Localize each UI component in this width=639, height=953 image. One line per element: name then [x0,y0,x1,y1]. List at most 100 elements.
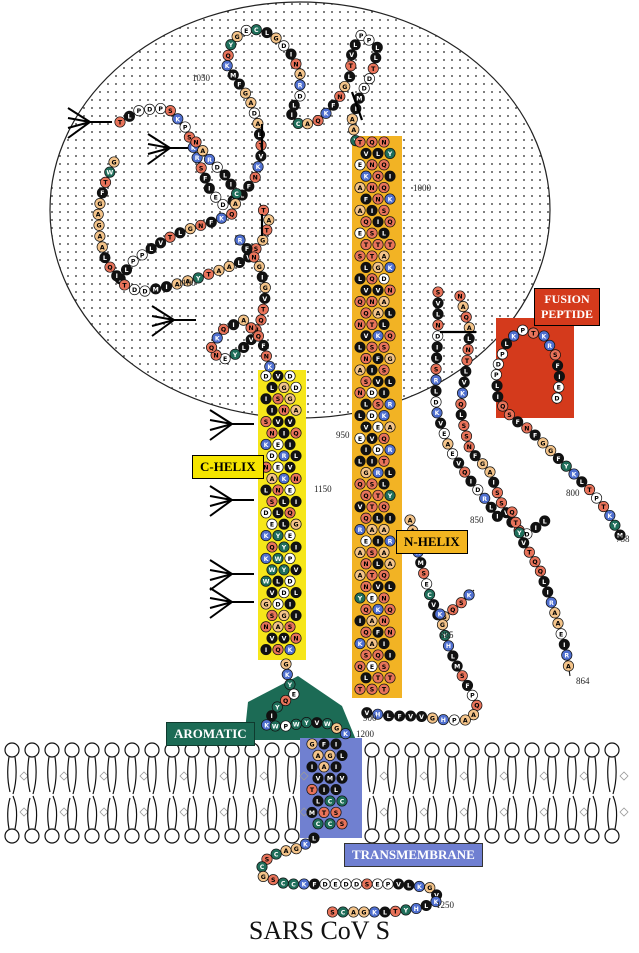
residue-letter: A [322,764,327,771]
residue-letter: L [178,230,182,237]
residue-letter: G [540,440,545,447]
residue-letter: S [459,600,463,607]
residue-letter: N [369,162,374,169]
residue-letter: V [258,153,263,160]
residue-letter: C [340,798,345,805]
residue-letter: C [254,27,259,34]
residue-letter: D [132,287,137,294]
residue-letter: S [334,810,338,817]
residue-letter: L [242,345,246,352]
residue-letter: D [269,453,274,460]
residue-letter: G [294,846,299,853]
residue-letter: A [248,100,253,107]
residue-letter: E [214,195,218,202]
residue-letter: I [377,538,379,545]
residue-letter: S [382,208,386,215]
residue-letter: K [302,881,307,888]
residue-letter: Y [357,595,363,602]
residue-letter: L [282,522,286,529]
residue-letter: F [100,190,104,197]
residue-letter: E [450,451,454,458]
residue-letter: Q [107,265,112,272]
residue-letter: I [290,51,292,58]
residue-letter: V [270,590,275,597]
residue-letter: K [388,196,393,203]
residue-letter: V [294,567,299,574]
residue-letter: A [463,717,468,724]
residue-letter: K [282,476,287,483]
residue-letter: N [281,408,286,415]
residue-letter: E [425,581,429,588]
residue-letter: F [237,81,241,88]
residue-letter: F [376,356,380,363]
n-helix-label: N-HELIX [396,530,468,554]
residue-letter: K [511,333,516,340]
residue-letter: M [454,663,460,670]
residue-letter: D [554,395,559,402]
residue-letter: D [147,107,152,114]
residue-letter: L [149,246,153,253]
residue-letter: G [188,226,193,233]
residue-letter: D [263,510,268,517]
residue-letter: L [312,835,316,842]
residue-letter: I [371,208,373,215]
residue-letter: I [389,174,391,181]
residue-letter: I [493,480,495,487]
residue-letter: L [364,265,368,272]
residue-letter: L [467,336,471,343]
residue-letter: I [389,652,391,659]
residue-letter: E [557,385,561,392]
residue-letter: N [363,356,368,363]
residue-letter: A [376,310,381,317]
residue-letter: D [322,881,327,888]
residue-letter: Y [275,533,281,540]
residue-letter: I [389,516,391,523]
residue-letter: K [542,333,547,340]
residue-letter: R [564,652,569,659]
residue-letter: K [219,216,224,223]
residue-letter: Q [509,509,514,516]
residue-letter: Q [474,703,479,710]
residue-letter: L [223,172,227,179]
residue-letter: I [208,186,210,193]
residue-letter: E [244,28,248,35]
residue-letter: L [375,45,379,52]
residue-letter: A [445,441,450,448]
residue-letter: K [225,63,230,70]
residue-letter: C [316,821,321,828]
residue-letter: Y [287,682,293,689]
residue-letter: Y [228,42,234,49]
residue-letter: V [288,465,293,472]
residue-letter: S [358,253,362,260]
residue-letter: V [364,333,369,340]
residue-letter: S [276,396,280,403]
residue-letter: N [263,624,268,631]
residue-number-1050: 1050 [192,73,210,83]
residue-letter: S [382,345,386,352]
residue-letter: D [275,601,280,608]
residue-letter: R [207,157,212,164]
residue-letter: N [293,476,298,483]
residue-letter: A [370,527,375,534]
residue-letter: A [266,217,271,224]
residue-letter: D [524,531,529,538]
residue-letter: L [436,311,440,318]
residue-letter: K [376,607,381,614]
residue-letter: K [382,413,387,420]
residue-letter: F [516,419,520,426]
residue-letter: N [363,584,368,591]
residue-letter: D [142,288,147,295]
residue-number-1100: 1100 [178,278,196,288]
residue-letter: K [264,556,269,563]
residue-letter: L [434,388,438,395]
residue-letter: S [199,165,203,172]
residue-letter: Y [387,151,393,158]
residue-letter: Q [369,276,374,283]
residue-letter: Q [387,333,392,340]
residue-letter: E [375,881,379,888]
residue-letter: L [294,590,298,597]
residue-letter: D [369,413,374,420]
residue-letter: S [376,402,380,409]
residue-letter: I [232,322,234,329]
